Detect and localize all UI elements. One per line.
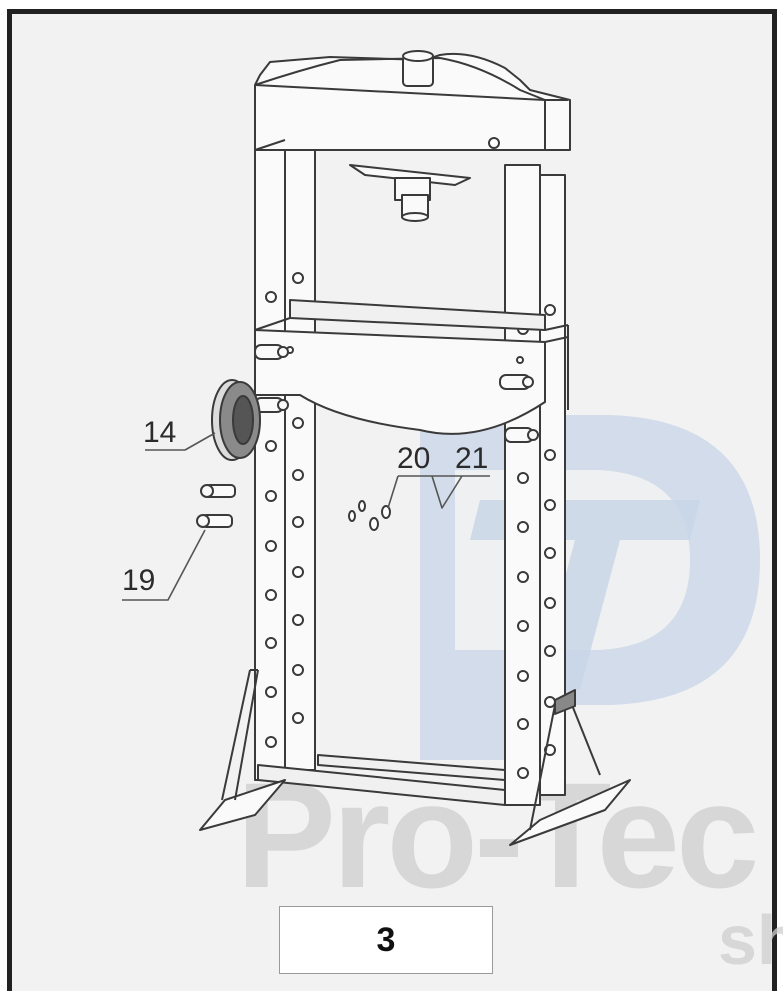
figure-number-box: 3 xyxy=(279,906,493,974)
callout-14: 14 xyxy=(143,416,177,449)
right-foot xyxy=(509,689,631,846)
moving-bed xyxy=(254,299,569,435)
right-column xyxy=(504,164,566,806)
watermark-subtext: sh xyxy=(718,901,783,979)
left-column-holes xyxy=(265,272,304,748)
loose-bolts xyxy=(196,484,236,528)
callout-21: 21 xyxy=(455,442,489,475)
callout-19: 19 xyxy=(122,564,156,597)
callout-20: 20 xyxy=(397,442,431,475)
pressure-gauge xyxy=(211,379,261,461)
piston xyxy=(349,164,471,222)
base-frame xyxy=(257,754,506,806)
bed-pins xyxy=(254,344,539,443)
left-foot xyxy=(199,669,286,831)
top-beam xyxy=(254,50,571,151)
leader-lines xyxy=(122,432,490,601)
figure-number: 3 xyxy=(376,920,396,959)
small-nuts xyxy=(348,500,391,531)
left-column xyxy=(254,139,316,781)
